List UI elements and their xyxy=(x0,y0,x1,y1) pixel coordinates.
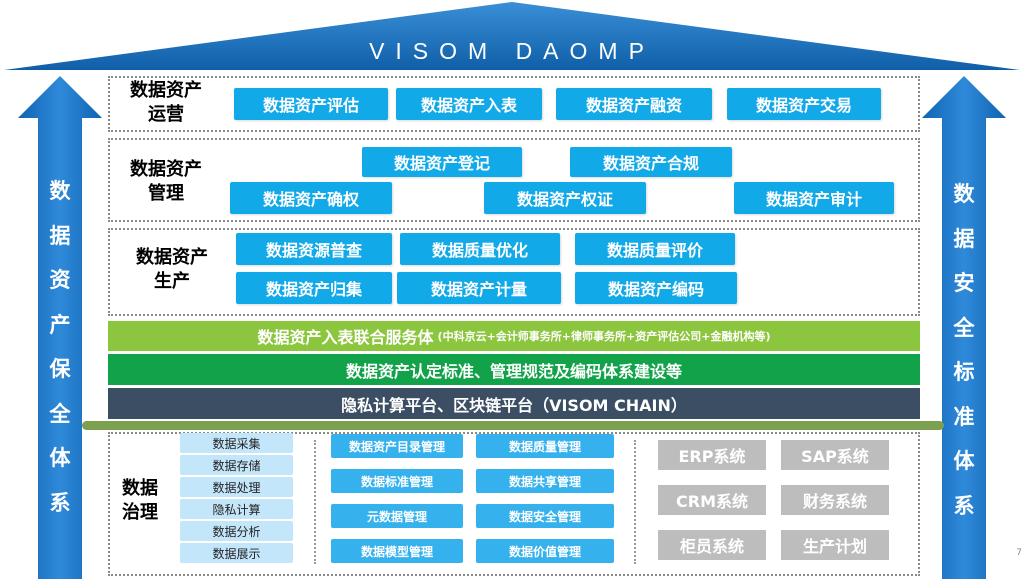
pd-item-encoding: 数据资产编码 xyxy=(575,272,737,304)
left-pillar-char: 资 xyxy=(49,268,71,292)
gov-module: 元数据管理 xyxy=(331,504,463,528)
right-pillar-char: 数 xyxy=(953,182,975,206)
governance-divider xyxy=(314,440,316,564)
gov-system: CRM系统 xyxy=(658,485,766,515)
mg-item-audit: 数据资产审计 xyxy=(734,182,894,214)
governance-divider xyxy=(634,440,636,564)
left-pillar-char: 数 xyxy=(49,179,71,203)
right-pillar-text: 数 据 安 全 标 准 体 系 xyxy=(922,172,1006,528)
op-item-financing: 数据资产融资 xyxy=(556,88,712,120)
gov-system: 柜员系统 xyxy=(658,530,766,560)
right-pillar-char: 全 xyxy=(953,315,975,340)
operations-label: 数据资产运营 xyxy=(130,80,202,125)
gov-module: 数据共享管理 xyxy=(476,469,614,493)
platform-bar: 隐私计算平台、区块链平台（VISOM CHAIN） xyxy=(108,388,920,419)
gov-module: 数据标准管理 xyxy=(331,469,463,493)
roof-title: VISOM DAOMP xyxy=(369,38,655,64)
op-item-booking: 数据资产入表 xyxy=(396,88,542,120)
right-pillar-char: 系 xyxy=(953,493,975,518)
mg-item-registration: 数据资产登记 xyxy=(362,147,522,177)
gov-module: 数据模型管理 xyxy=(331,539,463,563)
service-bar: 数据资产入表联合服务体 (中科京云+会计师事务所+律师事务所+资产评估公司+金融… xyxy=(108,321,920,351)
pd-item-quality-evaluation: 数据质量评价 xyxy=(575,233,735,265)
op-item-valuation: 数据资产评估 xyxy=(234,88,388,120)
left-pillar-char: 体 xyxy=(49,446,71,470)
gov-step: 数据展示 xyxy=(180,543,293,563)
mg-item-certificate: 数据资产权证 xyxy=(484,182,646,214)
right-pillar-arrow: 数 据 安 全 标 准 体 系 xyxy=(922,74,1006,579)
roof: VISOM DAOMP xyxy=(0,0,1024,75)
governance-label: 数据治理 xyxy=(122,478,158,523)
standards-bar: 数据资产认定标准、管理规范及编码体系建设等 xyxy=(108,354,920,385)
left-pillar-text: 数 据 资 产 保 全 体 系 xyxy=(18,169,102,525)
right-pillar-char: 据 xyxy=(953,226,975,251)
left-pillar-char: 保 xyxy=(49,357,71,381)
gov-step: 数据处理 xyxy=(180,477,293,497)
service-bar-sub: (中科京云+会计师事务所+律师事务所+资产评估公司+金融机构等) xyxy=(437,330,771,343)
right-pillar-char: 安 xyxy=(953,271,975,295)
gov-step: 隐私计算 xyxy=(180,499,293,519)
ground-line xyxy=(82,421,944,430)
gov-module: 数据安全管理 xyxy=(476,504,614,528)
pd-item-census: 数据资源普查 xyxy=(236,233,392,265)
pd-item-quality-optimization: 数据质量优化 xyxy=(400,233,560,265)
gov-system: 财务系统 xyxy=(781,485,889,515)
management-label: 数据资产管理 xyxy=(130,159,202,204)
left-pillar-char: 产 xyxy=(49,312,71,337)
production-label: 数据资产生产 xyxy=(136,247,208,292)
gov-module: 数据价值管理 xyxy=(476,539,614,563)
left-pillar-char: 全 xyxy=(49,401,71,426)
right-pillar-char: 准 xyxy=(953,404,975,429)
service-bar-main: 数据资产入表联合服务体 xyxy=(257,328,434,347)
right-pillar-char: 标 xyxy=(953,360,975,384)
pd-item-collection: 数据资产归集 xyxy=(236,272,392,304)
mg-item-compliance: 数据资产合规 xyxy=(570,147,732,177)
right-pillar-char: 体 xyxy=(953,449,975,473)
gov-step: 数据存储 xyxy=(180,455,293,475)
gov-system: 生产计划 xyxy=(781,530,889,560)
gov-system: ERP系统 xyxy=(658,440,766,470)
governance-band xyxy=(108,432,920,576)
gov-module: 数据资产目录管理 xyxy=(331,434,463,458)
op-item-trading: 数据资产交易 xyxy=(727,88,881,120)
roof-shape xyxy=(4,2,1020,70)
mg-item-confirmation: 数据资产确权 xyxy=(230,182,392,214)
left-pillar-char: 系 xyxy=(49,490,71,515)
left-pillar-arrow: 数 据 资 产 保 全 体 系 xyxy=(18,74,102,579)
pd-item-measurement: 数据资产计量 xyxy=(397,272,561,304)
gov-system: SAP系统 xyxy=(781,440,889,470)
gov-step: 数据采集 xyxy=(180,433,293,453)
gov-module: 数据质量管理 xyxy=(476,434,614,458)
page-number: 7 xyxy=(1016,548,1022,558)
left-pillar-char: 据 xyxy=(49,223,71,248)
gov-step: 数据分析 xyxy=(180,521,293,541)
